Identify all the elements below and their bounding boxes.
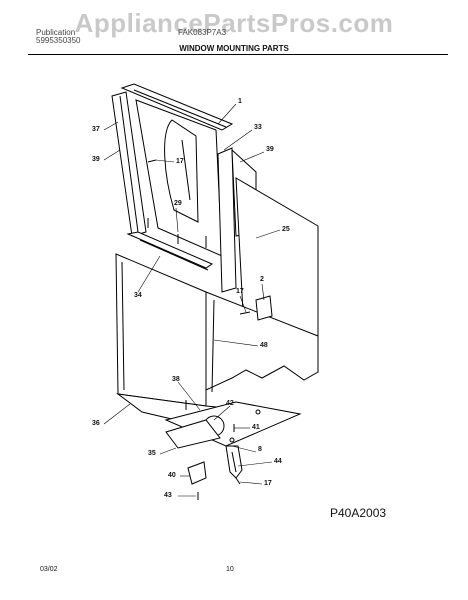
model-number: FAK083P7A3 [178, 28, 227, 37]
callout-33: 33 [254, 124, 262, 131]
footer-date: 03/02 [40, 566, 58, 573]
callout-40: 40 [168, 472, 176, 479]
callout-17-upper: 17 [176, 158, 184, 165]
callout-8: 8 [258, 446, 262, 453]
publication-label: Publication [36, 28, 76, 37]
callout-41: 41 [252, 424, 260, 431]
callout-1: 1 [238, 98, 242, 105]
callout-35: 35 [148, 450, 156, 457]
publication-number: 5995350350 [36, 36, 81, 45]
callout-44: 44 [274, 458, 282, 465]
callout-39-left: 39 [92, 156, 100, 163]
callout-17-lower: 17 [264, 480, 272, 487]
watermark: AppliancePartsPros.com [74, 8, 394, 38]
callout-25: 25 [282, 226, 290, 233]
page-number: 10 [226, 566, 234, 573]
callout-42: 42 [226, 400, 234, 407]
callout-2: 2 [260, 276, 264, 283]
callout-34: 34 [134, 292, 142, 299]
callout-48: 48 [260, 342, 268, 349]
figure-id: P40A2003 [330, 506, 387, 520]
callout-43: 43 [164, 492, 172, 499]
callout-36: 36 [92, 420, 100, 427]
section-title: WINDOW MOUNTING PARTS [179, 44, 289, 53]
callout-29: 29 [174, 200, 182, 207]
callout-39-right: 39 [266, 146, 274, 153]
callout-17-mid: 17 [236, 288, 244, 295]
callout-37: 37 [92, 126, 100, 133]
callout-38: 38 [172, 376, 180, 383]
header-rule [28, 54, 448, 55]
